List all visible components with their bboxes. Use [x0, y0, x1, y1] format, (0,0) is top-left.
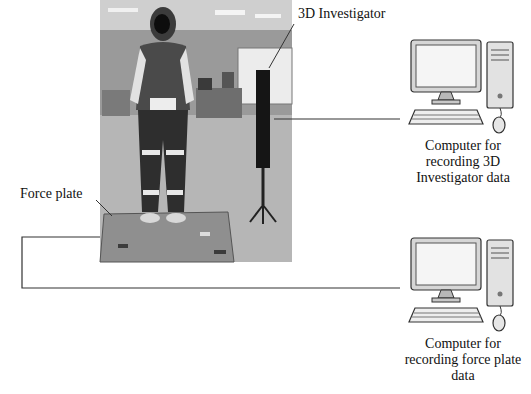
marker-band — [166, 150, 184, 155]
foot — [140, 213, 160, 223]
computer-node: Computer for recording 3D Investigator d… — [400, 38, 526, 188]
lab-table — [196, 88, 242, 118]
computer-icon — [400, 38, 526, 138]
part-label: Force plate — [20, 186, 83, 202]
hood — [150, 7, 176, 41]
part-label: 3D Investigator — [298, 6, 385, 22]
arm — [130, 48, 146, 104]
ceiling-light — [255, 14, 281, 18]
tape-mark — [118, 244, 128, 248]
tape-mark — [200, 232, 210, 236]
stand-leg — [262, 205, 264, 224]
stand-leg — [263, 205, 276, 222]
face-blur — [154, 14, 170, 34]
computer-icon — [400, 236, 526, 336]
force-plate-mat — [100, 212, 234, 262]
lab-equipment — [198, 78, 212, 90]
computer-caption: Computer for recording force plate data — [400, 336, 526, 384]
marker-band — [143, 190, 159, 195]
shirt — [136, 42, 190, 110]
data-cable — [274, 118, 400, 119]
computer-node: Computer for recording force plate data — [400, 236, 526, 386]
tape-mark — [214, 250, 226, 254]
ceiling-light — [215, 10, 245, 15]
trousers — [138, 110, 188, 212]
arm — [180, 48, 194, 104]
stand-leg — [250, 205, 263, 222]
hands — [150, 98, 176, 110]
camera-bar — [256, 70, 270, 168]
marker-band — [167, 190, 183, 195]
foot — [166, 213, 186, 223]
device-node: Force plate — [100, 212, 234, 262]
lab-equipment — [222, 72, 234, 88]
device-node: 3D Investigator — [252, 68, 274, 170]
lab-photo — [100, 0, 292, 262]
stand-pole — [262, 168, 265, 205]
lab-cabinet — [102, 90, 130, 116]
marker-band — [142, 150, 160, 155]
leader-line — [269, 24, 294, 68]
data-cable — [22, 237, 400, 288]
ceiling-light — [108, 8, 138, 12]
computer-caption: Computer for recording 3D Investigator d… — [400, 138, 526, 186]
leader-line — [96, 200, 112, 216]
ceiling — [100, 0, 292, 30]
